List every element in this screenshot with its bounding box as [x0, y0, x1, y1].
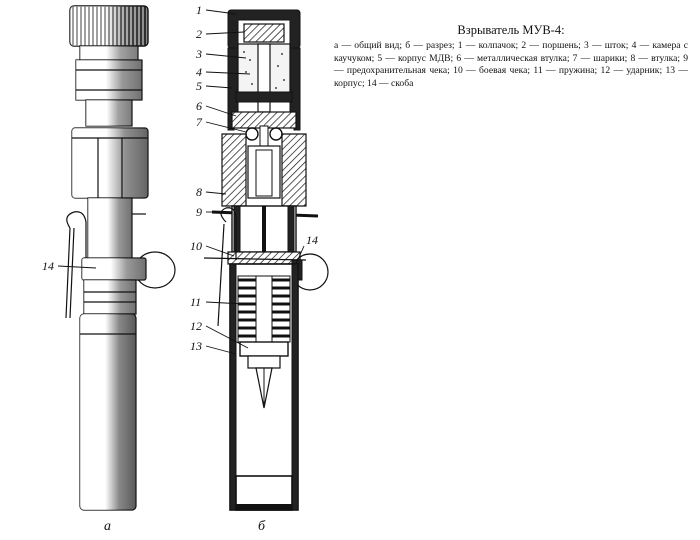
callout-9: 9 [196, 205, 202, 219]
caption-title: Взрыватель МУВ-4: [457, 23, 565, 37]
callout-8: 8 [196, 185, 202, 199]
callout-5: 5 [196, 79, 202, 93]
combat-pin [227, 251, 301, 265]
callout-2: 2 [196, 27, 202, 41]
callout-12: 12 [190, 319, 202, 333]
shackle-outer [66, 211, 87, 262]
callout-11: 11 [190, 295, 201, 309]
striker [239, 341, 289, 357]
view-label-a: а [104, 519, 111, 534]
caption-body: а — общий вид; б — разрез; 1 — колпачок;… [334, 40, 688, 89]
sleeve-section [221, 133, 247, 207]
callout-7: 7 [196, 115, 203, 129]
callout-14-left: 14 [42, 259, 54, 273]
view-label-b: б [258, 519, 266, 534]
callout-1: 1 [196, 3, 202, 17]
callout-13: 13 [190, 339, 202, 353]
ball-left [245, 127, 259, 141]
callout-4: 4 [196, 65, 202, 79]
shackle-section [220, 207, 237, 260]
leaders [205, 9, 305, 355]
piston [243, 23, 285, 43]
figure-caption: Взрыватель МУВ-4: а — общий вид; б — раз… [334, 24, 688, 90]
callout-10: 10 [190, 239, 202, 253]
spring [237, 275, 291, 343]
callout-3: 3 [195, 47, 202, 61]
callout-14-right: 14 [306, 233, 318, 247]
ball-right [269, 127, 283, 141]
view-b-section: 1 2 3 4 5 6 7 8 9 10 11 12 13 14 [190, 3, 329, 511]
view-a-general: 14 [42, 5, 176, 511]
callout-6: 6 [196, 99, 202, 113]
